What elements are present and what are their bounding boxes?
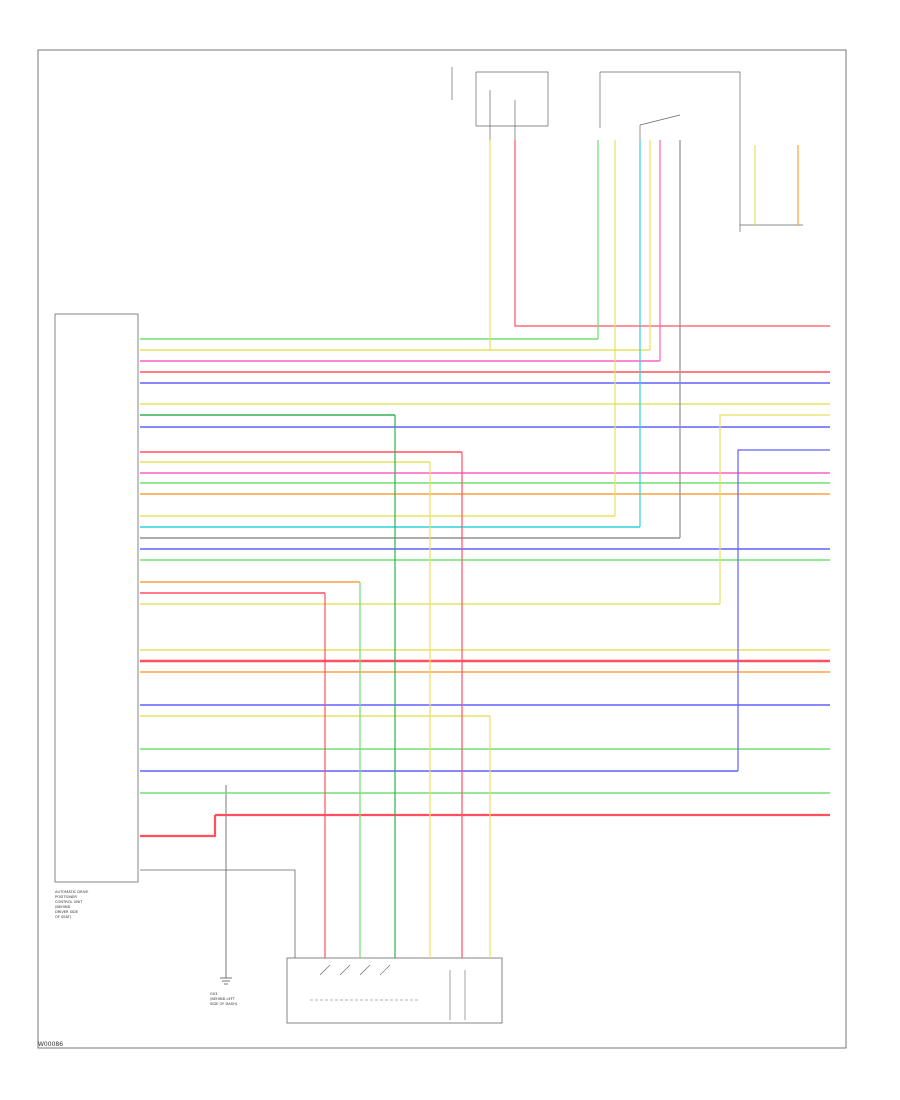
control-unit-box bbox=[54, 313, 139, 883]
vertical-wires bbox=[324, 140, 830, 958]
horizontal-wires bbox=[140, 338, 830, 958]
seat-switch-top bbox=[599, 71, 741, 232]
svg-text:SIDE OF DASH): SIDE OF DASH) bbox=[210, 1002, 238, 1006]
ground-symbol bbox=[220, 785, 232, 985]
svg-text:(BEHIND LEFT: (BEHIND LEFT bbox=[210, 997, 236, 1001]
svg-text:G03: G03 bbox=[210, 992, 217, 996]
control-unit-label: AUTOMATIC DRIVE POSITIONER CONTROL UNIT … bbox=[55, 890, 89, 919]
power-seat-switch-contacts bbox=[310, 964, 466, 1020]
ground-label: G03 (BEHIND LEFT SIDE OF DASH) bbox=[210, 992, 238, 1006]
svg-text:CONTROL UNIT: CONTROL UNIT bbox=[55, 900, 83, 904]
svg-text:DRIVER SIDE: DRIVER SIDE bbox=[55, 910, 79, 914]
svg-text:POSITIONER: POSITIONER bbox=[55, 895, 77, 899]
fuse-block bbox=[451, 67, 549, 140]
diagram-frame bbox=[37, 49, 847, 1049]
footer-code: W00086 bbox=[38, 1041, 64, 1048]
svg-text:AUTOMATIC DRIVE: AUTOMATIC DRIVE bbox=[55, 890, 89, 894]
mirror-component bbox=[740, 145, 803, 226]
svg-text:(BEHIND: (BEHIND bbox=[55, 905, 71, 909]
svg-text:OF SEAT): OF SEAT) bbox=[55, 915, 72, 919]
power-seat-switch-box bbox=[286, 957, 503, 1024]
